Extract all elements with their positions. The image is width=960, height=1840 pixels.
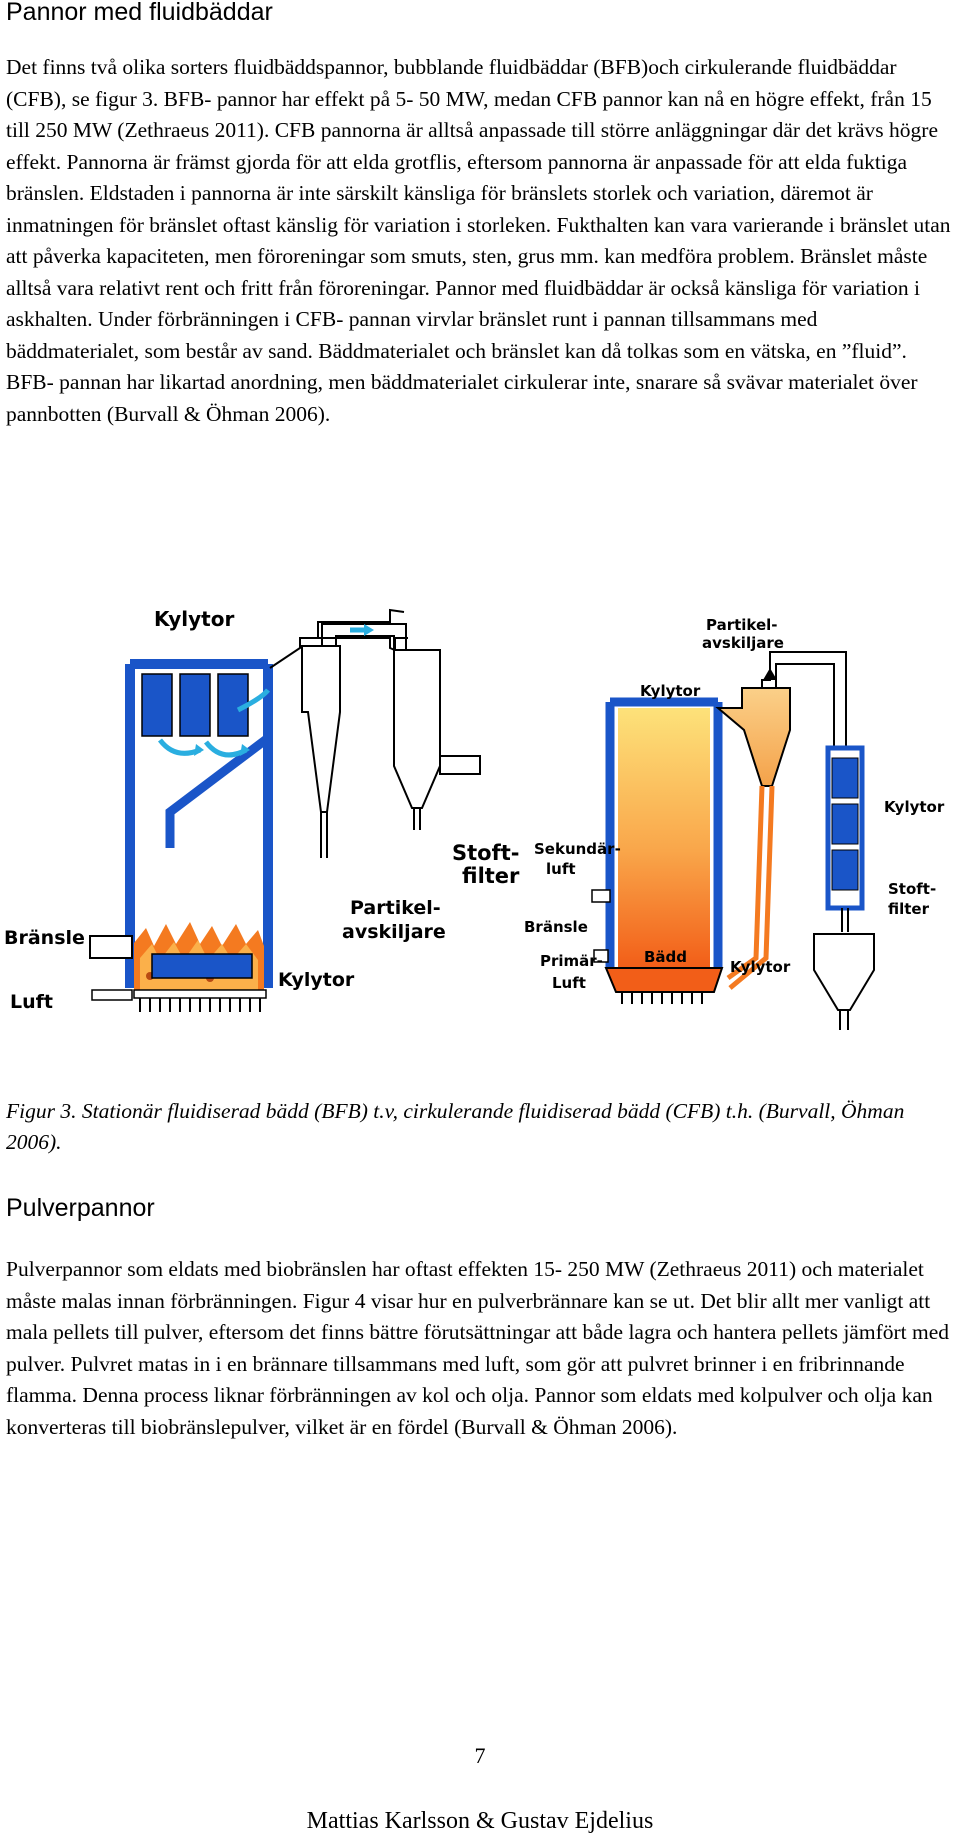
cfb-label-kylytor-top: Kylytor bbox=[640, 682, 701, 700]
cfb-label-partikel-2: avskiljare bbox=[702, 634, 784, 652]
bfb-label-kylytor-top: Kylytor bbox=[154, 607, 234, 631]
bfb-label-bransle: Bränsle bbox=[4, 927, 85, 949]
cfb-boiler bbox=[591, 651, 875, 1030]
cfb-label-stoftfilter-1: Stoft- bbox=[888, 880, 936, 898]
page-footer: Mattias Karlsson & Gustav Ejdelius bbox=[306, 1808, 654, 1834]
cfb-label-primar-2: Luft bbox=[552, 974, 586, 992]
bfb-label-partikel-1: Partikel- bbox=[350, 897, 441, 919]
bfb-label-partikel-2: avskiljare bbox=[342, 921, 446, 943]
page-number: 7 bbox=[474, 1743, 486, 1768]
cfb-label-partikel-1: Partikel- bbox=[706, 616, 778, 634]
bfb-label-stoftfilter-1: Stoft- bbox=[452, 841, 519, 865]
cfb-label-stoftfilter-2: filter bbox=[888, 900, 930, 918]
bfb-labels: Kylytor Stoft- filter Partikel- avskilja… bbox=[4, 607, 520, 1013]
bfb-label-kylytor-bottom: Kylytor bbox=[278, 969, 355, 991]
cfb-labels: Partikel- avskiljare Kylytor Kylytor Sek… bbox=[524, 616, 945, 992]
cfb-label-kylytor-right: Kylytor bbox=[884, 798, 945, 816]
cfb-label-primar-1: Primär- bbox=[540, 952, 603, 970]
cfb-label-sekundar-2: luft bbox=[546, 860, 576, 878]
figure-3-diagram: Kylytor Stoft- filter Partikel- avskilja… bbox=[0, 598, 960, 1030]
section-heading-pulverpannor: Pulverpannor bbox=[6, 1194, 155, 1222]
section-heading-fluidbed: Pannor med fluidbäddar bbox=[6, 0, 273, 26]
bfb-label-stoftfilter-2: filter bbox=[462, 864, 520, 888]
cfb-label-sekundar-1: Sekundär- bbox=[534, 840, 621, 858]
bfb-boiler bbox=[89, 608, 481, 1012]
cfb-label-bransle: Bränsle bbox=[524, 918, 588, 936]
paragraph-pulverpannor: Pulverpannor som eldats med biobränslen … bbox=[6, 1257, 950, 1439]
paragraph-fluidbed: Det finns två olika sorters fluidbäddspa… bbox=[6, 55, 951, 426]
figure-caption: Figur 3. Stationär fluidiserad bädd (BFB… bbox=[6, 1099, 905, 1154]
bfb-label-luft: Luft bbox=[10, 991, 53, 1013]
cfb-label-badd: Bädd bbox=[644, 948, 687, 966]
cfb-label-kylytor-bottom: Kylytor bbox=[730, 958, 791, 976]
